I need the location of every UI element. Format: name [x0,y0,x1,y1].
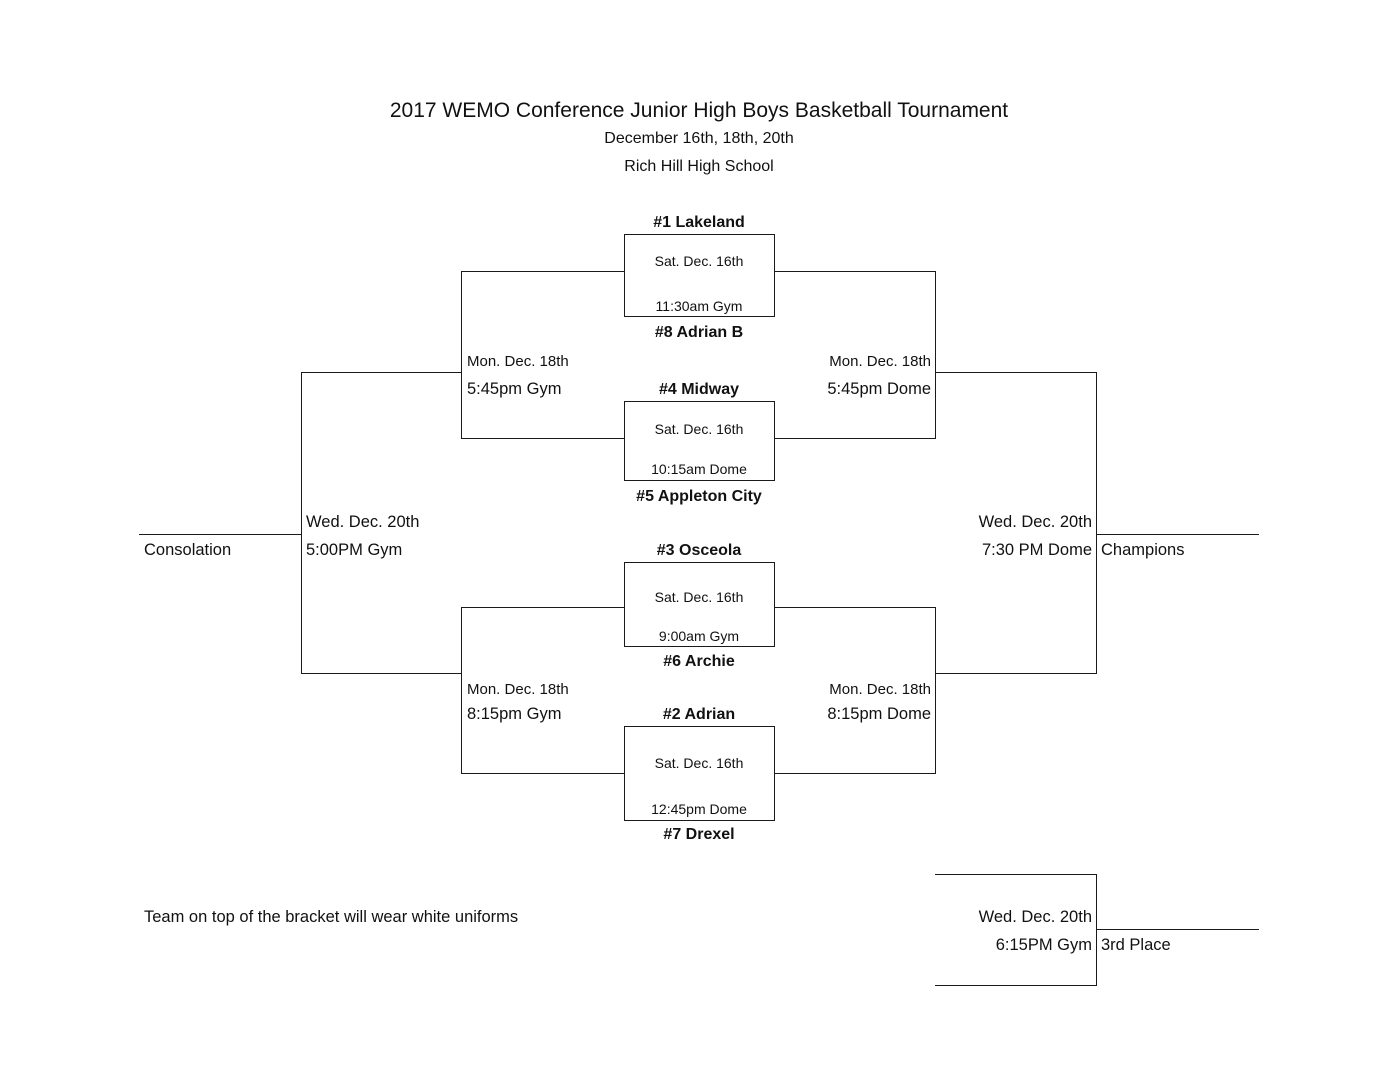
third-place-label: 3rd Place [1101,936,1171,954]
bracket-line [461,438,625,440]
champions-label: Champions [1101,541,1185,559]
consolation-day: Wed. Dec. 20th [306,513,420,531]
game-box-1 [624,234,775,317]
team-seed-3: #3 Osceola [656,542,742,559]
team-seed-1: #1 Lakeland [653,214,745,231]
semifinal-left-bottom-time: 8:15pm Gym [467,705,562,723]
championship-time: 7:30 PM Dome [981,541,1092,559]
bracket-line [461,607,463,774]
tournament-title: 2017 WEMO Conference Junior High Boys Ba… [389,99,1009,122]
bracket-line [301,372,462,374]
team-seed-6: #6 Archie [663,653,735,670]
team-seed-2: #2 Adrian [662,706,736,723]
uniform-note: Team on top of the bracket will wear whi… [144,908,519,926]
consolation-time: 5:00PM Gym [306,541,403,559]
bracket-line [1096,372,1098,674]
game-2-day: Sat. Dec. 16th [654,421,744,437]
bracket-line [461,271,463,439]
bracket-line [461,271,625,273]
semifinal-right-bottom-time: 8:15pm Dome [827,705,931,723]
bracket-line [935,985,1097,987]
game-3-time: 9:00am Gym [658,628,740,644]
semifinal-left-top-time: 5:45pm Gym [467,380,562,398]
semifinal-right-top-time: 5:45pm Dome [827,380,931,398]
consolation-label: Consolation [144,541,232,559]
game-1-day: Sat. Dec. 16th [654,253,744,269]
third-place-time: 6:15PM Gym [995,936,1092,954]
bracket-line [935,874,1097,876]
game-4-day: Sat. Dec. 16th [654,755,744,771]
bracket-line [774,271,936,273]
bracket-line [461,773,625,775]
third-place-day: Wed. Dec. 20th [978,908,1092,926]
bracket-line [139,534,302,536]
game-box-2 [624,401,775,481]
game-box-3 [624,562,775,647]
semifinal-right-top-day: Mon. Dec. 18th [829,353,931,370]
bracket-line [935,372,1097,374]
team-seed-7: #7 Drexel [663,826,735,843]
game-4-time: 12:45pm Dome [651,801,747,817]
team-seed-5: #5 Appleton City [636,488,762,505]
bracket-line [1096,534,1259,536]
bracket-line [461,607,625,609]
semifinal-right-bottom-day: Mon. Dec. 18th [829,681,931,698]
game-3-day: Sat. Dec. 16th [654,589,744,605]
bracket-line [301,673,462,675]
team-seed-8: #8 Adrian B [654,324,744,341]
bracket-line [774,607,936,609]
team-seed-4: #4 Midway [658,381,740,398]
semifinal-left-top-day: Mon. Dec. 18th [467,353,569,370]
tournament-venue: Rich Hill High School [624,158,774,175]
bracket-line [935,271,937,439]
championship-day: Wed. Dec. 20th [978,513,1092,531]
semifinal-left-bottom-day: Mon. Dec. 18th [467,681,569,698]
tournament-dates: December 16th, 18th, 20th [604,130,794,147]
game-2-time: 10:15am Dome [651,461,747,477]
bracket-line [301,372,303,674]
bracket-line [1096,929,1259,931]
bracket-line [935,673,1097,675]
game-1-time: 11:30am Gym [655,298,743,314]
bracket-line [774,438,936,440]
bracket-line [774,773,936,775]
bracket-line [935,607,937,774]
